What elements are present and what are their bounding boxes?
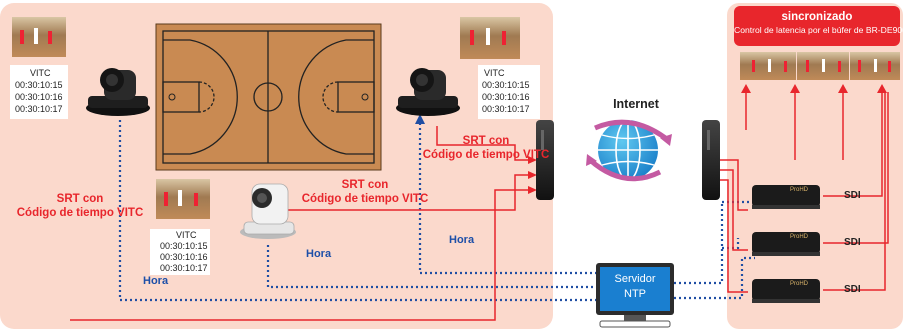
- ntp-server-monitor-icon: [596, 263, 674, 328]
- timecode-3-line-2: 00:30:10:16: [160, 252, 208, 262]
- srt-label-center-1: SRT con: [341, 179, 389, 191]
- srt-lines: [70, 92, 889, 321]
- ntp-arrow-up: [415, 114, 425, 124]
- srt-label-left-1: SRT con: [56, 193, 104, 205]
- timecode-3-line-1: 00:30:10:15: [160, 241, 208, 251]
- timecode-1-line-2: 00:30:10:16: [15, 92, 63, 102]
- srt-arrows: [528, 84, 887, 194]
- internet-globe-icon: [586, 119, 672, 182]
- hora-label-1: Hora: [143, 275, 169, 287]
- internet-label: Internet: [613, 97, 659, 111]
- sdi-label-2: SDI: [844, 237, 861, 248]
- srt-label-right-2: Código de tiempo VITC: [422, 149, 550, 161]
- timecode-label-2: VITC: [484, 68, 505, 78]
- sdi-label-3: SDI: [844, 284, 861, 295]
- sdi-label-1: SDI: [844, 190, 861, 201]
- timecode-box-1: [10, 65, 68, 119]
- decoder-brand-2: ProHD: [790, 234, 809, 240]
- receiver-device: [702, 120, 720, 200]
- timecode-label-1: VITC: [30, 68, 51, 78]
- hora-label-2: Hora: [306, 248, 332, 260]
- ntp-server-label-1: Servidor: [614, 273, 656, 285]
- srt-label-center-2: Código de tiempo VITC: [301, 193, 429, 205]
- hora-label-3: Hora: [449, 234, 475, 246]
- ptz-camera-3-white: [240, 183, 296, 239]
- sync-title: sincronizado: [781, 11, 853, 23]
- ptz-camera-1: [86, 68, 150, 116]
- camera-feed-thumbnail-1: [12, 17, 66, 57]
- ptz-camera-2: [396, 68, 460, 116]
- timecode-2-line-1: 00:30:10:15: [482, 80, 530, 90]
- timecode-box-3: [150, 229, 210, 275]
- timecode-1-line-1: 00:30:10:15: [15, 80, 63, 90]
- camera-feed-thumbnail-2: [460, 17, 520, 59]
- sync-header: [734, 6, 900, 46]
- decoder-1: [752, 185, 820, 209]
- timecode-2-line-3: 00:30:10:17: [482, 104, 530, 114]
- srt-label-right-1: SRT con: [462, 135, 510, 147]
- timecode-2-line-2: 00:30:10:16: [482, 92, 530, 102]
- ntp-time-lines: [118, 120, 755, 302]
- timecode-3-line-3: 00:30:10:17: [160, 263, 208, 273]
- timecode-box-2: [478, 65, 540, 119]
- sync-subtitle: Control de latencia por el búfer de BR-D…: [734, 25, 904, 35]
- camera-feed-thumbnail-3: [156, 179, 210, 219]
- timecode-label-3: VITC: [176, 230, 197, 240]
- srt-label-left-2: Código de tiempo VITC: [16, 207, 144, 219]
- decoder-3: [752, 279, 820, 303]
- encoder-device: [536, 120, 554, 200]
- decoder-brand-1: ProHD: [790, 187, 809, 193]
- timecode-1-line-3: 00:30:10:17: [15, 104, 63, 114]
- basketball-court: [155, 23, 382, 171]
- ntp-server-label-2: NTP: [624, 288, 646, 300]
- decoder-2: [752, 232, 820, 256]
- decoder-brand-3: ProHD: [790, 281, 809, 287]
- synchronized-outputs: [740, 52, 900, 80]
